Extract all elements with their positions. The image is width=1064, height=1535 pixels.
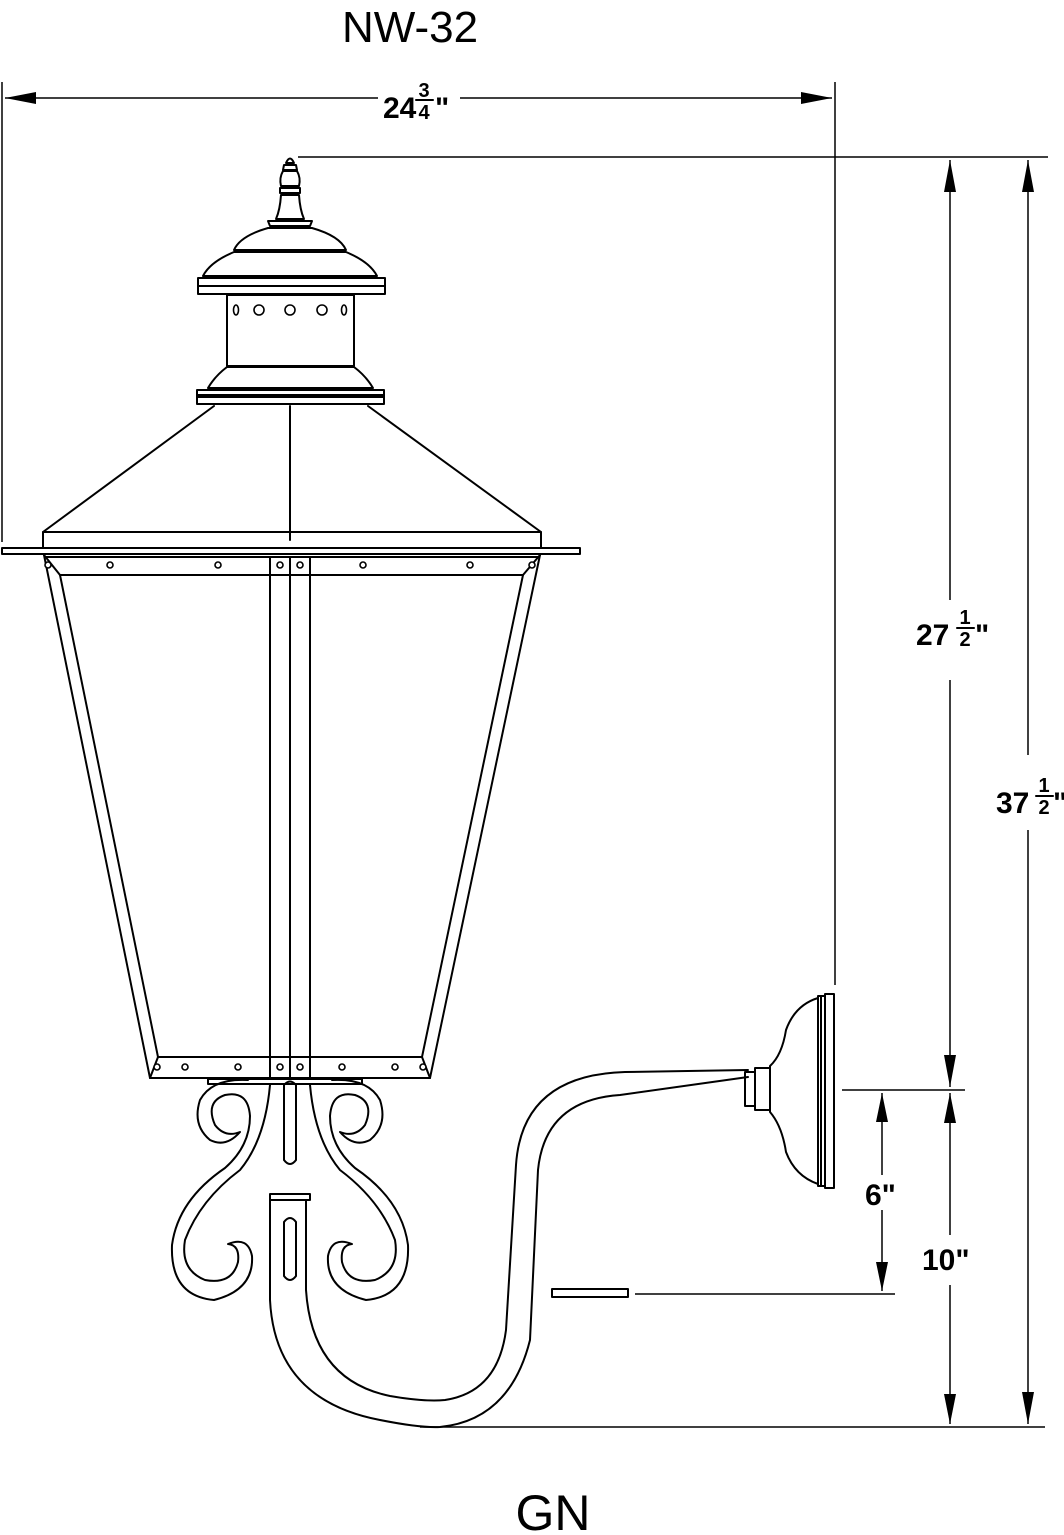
svg-text:": " xyxy=(975,619,989,652)
svg-text:37: 37 xyxy=(996,787,1029,820)
finish-code: GN xyxy=(516,1485,591,1535)
scroll-bracket xyxy=(172,1079,408,1300)
lantern-height-label: 27 1 2 " xyxy=(916,607,989,652)
svg-text:3: 3 xyxy=(418,80,429,102)
backplate-label: 6" xyxy=(865,1179,896,1212)
lantern-body xyxy=(44,555,540,1078)
gooseneck-arm xyxy=(270,1070,748,1427)
svg-text:": " xyxy=(1053,787,1064,820)
chimney xyxy=(227,295,354,366)
width-label: 24 3 4 " xyxy=(383,80,449,125)
wall-mount xyxy=(745,994,834,1188)
svg-text:24: 24 xyxy=(383,92,417,125)
svg-text:": " xyxy=(435,92,449,125)
lower-cap xyxy=(197,367,384,404)
svg-text:1: 1 xyxy=(959,607,970,629)
backplate-dimension: 6" xyxy=(865,1093,896,1291)
svg-text:1: 1 xyxy=(1038,775,1049,797)
finial xyxy=(268,159,312,227)
overall-height-label: 37 1 2 " xyxy=(996,775,1064,820)
arm-drop-dimension: 10" xyxy=(922,1093,970,1424)
arm-drop-label: 10" xyxy=(922,1244,970,1277)
roof xyxy=(2,406,580,554)
overall-height-dimension: 37 1 2 " xyxy=(996,160,1064,1424)
svg-text:4: 4 xyxy=(418,102,430,124)
svg-text:27: 27 xyxy=(916,619,949,652)
svg-text:2: 2 xyxy=(1038,797,1049,819)
lantern-height-dimension: 27 1 2 " xyxy=(916,160,989,1087)
svg-text:2: 2 xyxy=(959,629,970,651)
top-cap xyxy=(198,228,385,294)
model-code: NW-32 xyxy=(342,3,478,52)
